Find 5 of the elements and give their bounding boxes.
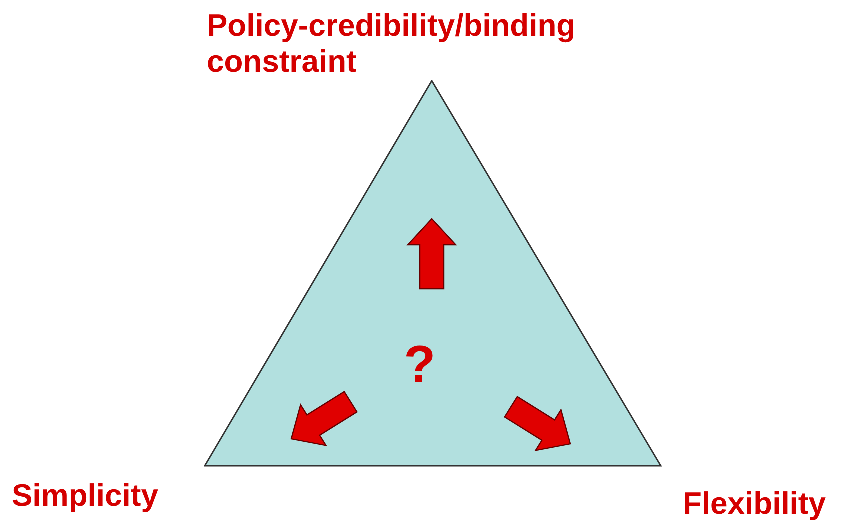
corner-label: Simplicity [12, 478, 158, 514]
corner-label: Flexibility [683, 486, 826, 522]
corner-label: Policy-credibility/binding constraint [207, 8, 577, 80]
question-mark: ? [404, 337, 436, 393]
triangle [204, 80, 662, 467]
